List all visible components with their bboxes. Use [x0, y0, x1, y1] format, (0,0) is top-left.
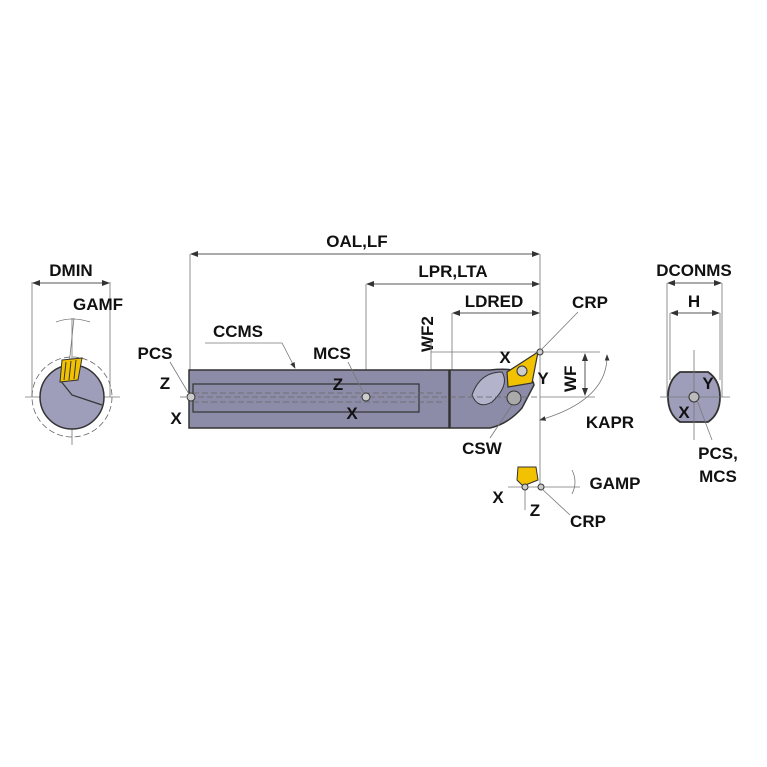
insert-side-icon	[516, 466, 539, 487]
h-label: H	[688, 292, 700, 311]
z-mcs-label: Z	[333, 375, 343, 394]
z-pcs-label: Z	[160, 374, 170, 393]
ccms-label: CCMS	[213, 322, 263, 341]
x-mcs-label: X	[346, 404, 358, 423]
oal-lf-label: OAL,LF	[326, 232, 387, 251]
crp-point	[536, 348, 544, 356]
x-end-label: X	[678, 403, 690, 422]
clamp-screw-icon	[506, 390, 522, 406]
gamp-label: GAMP	[590, 474, 641, 493]
main-view: OAL,LF LPR,LTA LDRED WF2 CRP PCS Z X CCM…	[138, 232, 641, 531]
wf2-label: WF2	[418, 316, 437, 352]
pcs-label: PCS	[138, 344, 173, 363]
crp-bottom-label: CRP	[570, 512, 606, 531]
x-insert-label: X	[499, 348, 511, 367]
mcs-label: MCS	[313, 344, 351, 363]
ldred-label: LDRED	[465, 292, 524, 311]
gamf-label: GAMF	[73, 295, 123, 314]
kapr-arc	[539, 354, 610, 421]
dconms-label: DCONMS	[656, 261, 732, 280]
dmin-label: DMIN	[49, 261, 92, 280]
pcs-end-label: PCS,	[698, 444, 738, 463]
crp-top-label: CRP	[572, 293, 608, 312]
coolant-groove	[192, 383, 420, 413]
wf-label: WF	[561, 366, 580, 392]
y-insert-label: Y	[537, 369, 549, 388]
mcs-end-label: MCS	[699, 467, 737, 486]
csw-label: CSW	[462, 439, 503, 458]
gamp-arc	[571, 469, 576, 495]
lpr-lta-label: LPR,LTA	[418, 262, 487, 281]
z-bottom-label: Z	[530, 501, 540, 520]
y-end-label: Y	[702, 374, 714, 393]
pcs-point	[186, 392, 196, 402]
end-view: DCONMS H Y X PCS, MCS	[656, 261, 738, 486]
x-pcs-label: X	[170, 409, 182, 428]
mcs-point	[361, 392, 371, 402]
side-view: DMIN GAMF	[25, 261, 123, 445]
kapr-label: KAPR	[586, 413, 634, 432]
x-bottom-label: X	[492, 488, 504, 507]
gamf-arc	[55, 318, 91, 323]
